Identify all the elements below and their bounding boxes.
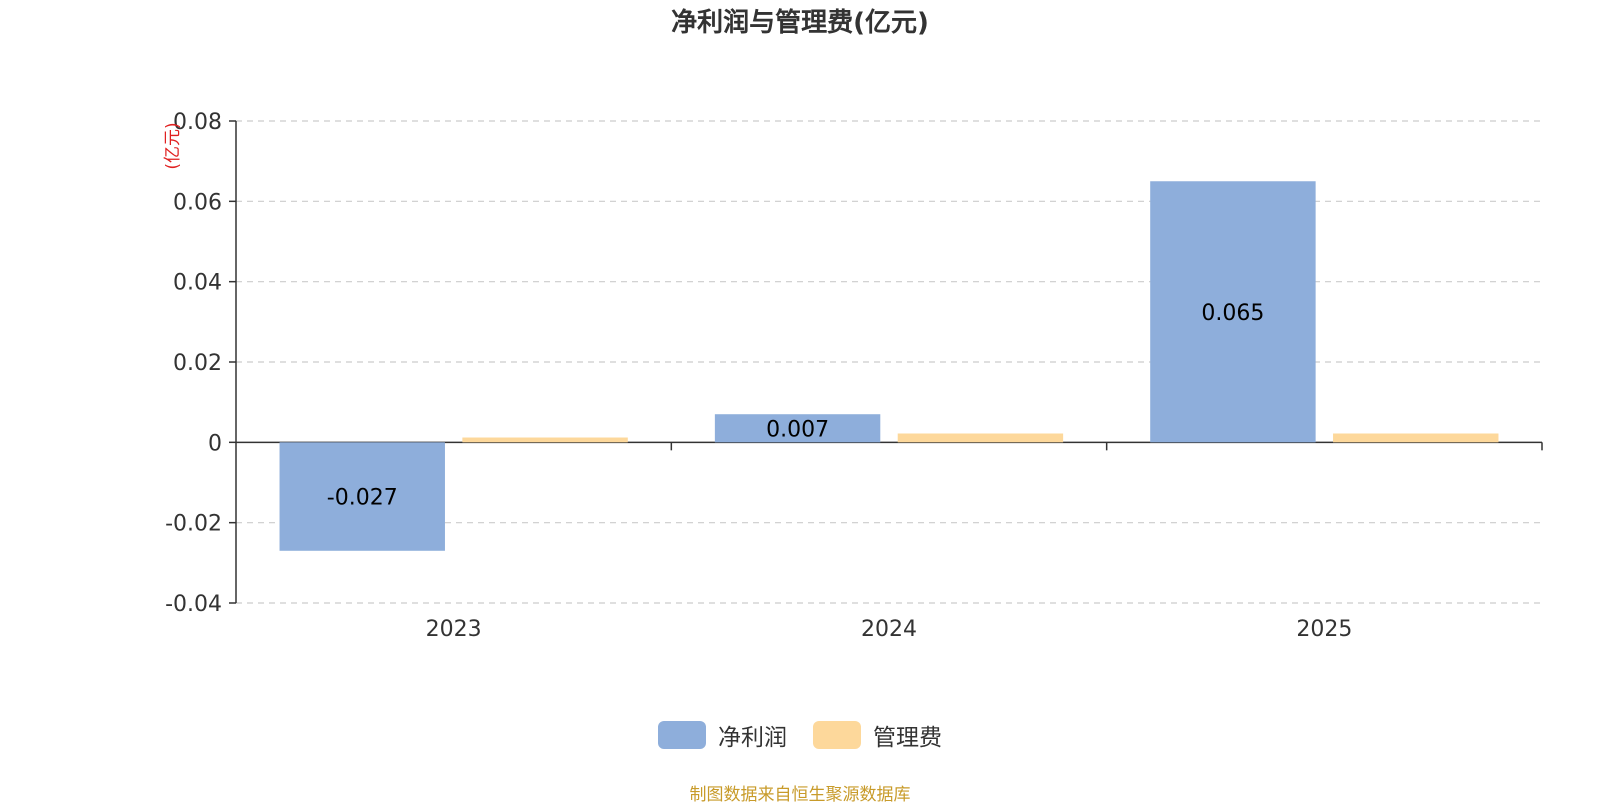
bar-chart: -0.04 -0.02 0 0.02 0.04 0.06 0.08(亿元) -0.027 0.0… (163, 110, 1543, 642)
bar-admin-fee-2024 (897, 433, 1064, 443)
source-note: 制图数据来自恒生聚源数据库 (689, 785, 911, 805)
y-tick-label: 0.04 (173, 271, 222, 296)
legend-label: 管理费 (873, 725, 942, 751)
bar-net-profit-2025 (1150, 181, 1316, 443)
axes (229, 120, 1543, 604)
grid-lines (236, 120, 1542, 604)
legend-swatch (813, 721, 861, 749)
x-tick-label: 2025 (1296, 617, 1352, 642)
bar-net-profit-2023 (279, 442, 445, 551)
bar-admin-fee-2023 (462, 437, 628, 443)
y-tick-label: 0.02 (173, 351, 222, 376)
bars (279, 181, 1499, 551)
legend-swatch (658, 721, 706, 749)
data-label: -0.027 (327, 486, 398, 511)
y-unit-label: (亿元) (163, 122, 183, 169)
y-tick-label: -0.04 (165, 592, 222, 617)
y-tick-label: 0 (208, 431, 222, 456)
legend-label: 净利润 (718, 725, 787, 751)
legend-item-admin-fee[interactable]: 管理费 (813, 718, 942, 752)
bar-net-profit-2024 (714, 414, 881, 443)
y-tick-label: 0.08 (173, 110, 222, 135)
labels: -0.04 -0.02 0 0.02 0.04 0.06 0.08(亿元) -0.027 0.0… (163, 110, 1352, 642)
x-tick-label: 2023 (426, 617, 482, 642)
bar-admin-fee-2025 (1333, 433, 1499, 443)
y-tick-label: -0.02 (165, 512, 222, 537)
x-tick-label: 2024 (861, 617, 917, 642)
data-label: 0.065 (1201, 301, 1264, 326)
legend-item-net-profit[interactable]: 净利润 (658, 718, 787, 752)
y-tick-label: 0.06 (173, 190, 222, 215)
legend: 净利润 管理费 (0, 718, 1600, 752)
data-label: 0.007 (766, 417, 829, 442)
chart-title: 净利润与管理费(亿元) (671, 8, 929, 38)
